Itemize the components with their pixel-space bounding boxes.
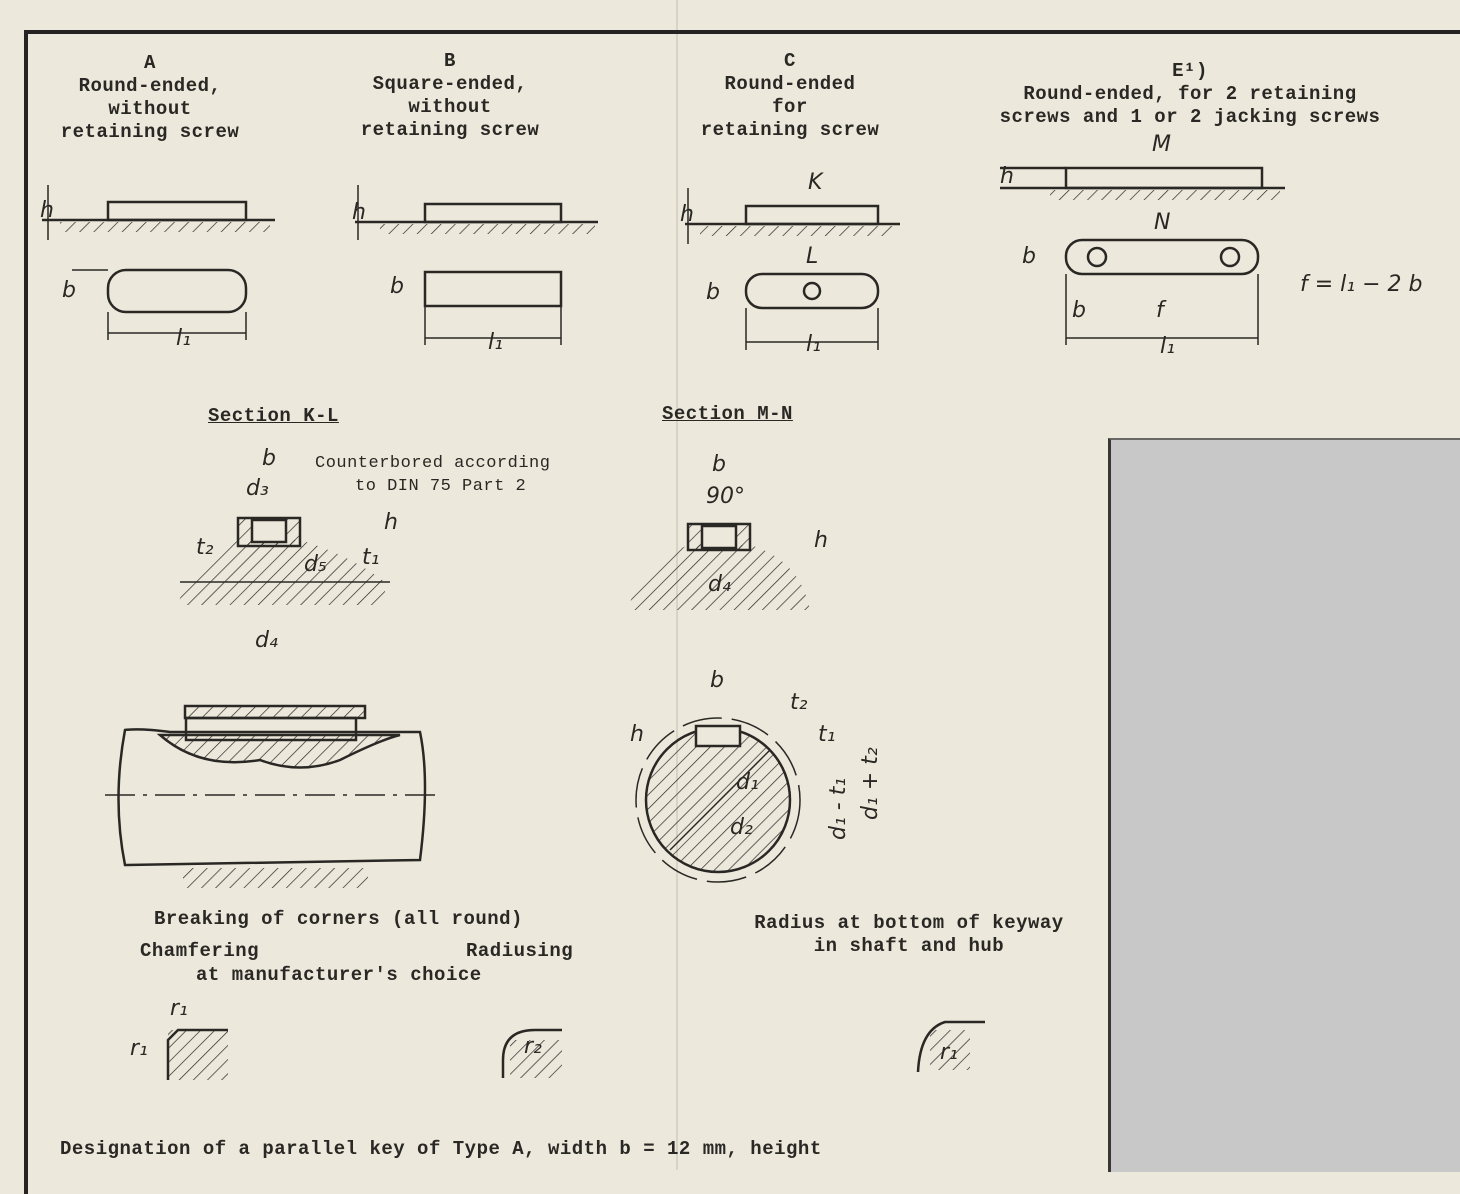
- corners-title: Breaking of corners (all round): [154, 908, 523, 930]
- section-mark-m: M: [1152, 132, 1171, 157]
- dim-d1: d₁: [736, 770, 759, 795]
- dim-h: h: [384, 510, 398, 535]
- type-letter: A: [144, 52, 156, 74]
- dim-d5: d₅: [304, 552, 327, 577]
- dim-d1-minus-t1: d₁ - t₁: [826, 777, 851, 840]
- keyway-radius-note: Radius at bottom of keyway in shaft and …: [724, 912, 1094, 958]
- manufacturer-choice: at manufacturer's choice: [196, 964, 482, 986]
- type-desc: retaining screw: [60, 121, 240, 143]
- dim-d4: d₄: [255, 628, 278, 653]
- angle-90: 90°: [706, 484, 745, 509]
- dim-t1: t₁: [818, 722, 836, 747]
- formula-f: f = l₁ − 2 b: [1300, 272, 1423, 297]
- key-type-c-top: [744, 272, 880, 350]
- drawing-frame: [24, 30, 1460, 1194]
- radiusing-label: Radiusing: [466, 940, 574, 962]
- type-desc: for: [772, 96, 808, 118]
- designation-text: Designation of a parallel key of Type A,…: [60, 1138, 822, 1160]
- dim-b: b: [1022, 244, 1036, 269]
- dim-t1: t₁: [362, 545, 380, 570]
- section-mn-title: Section M-N: [662, 403, 793, 425]
- type-desc: retaining screw: [700, 119, 880, 141]
- dim-r1: r₁: [170, 996, 188, 1021]
- scan-mask-region: [1108, 438, 1460, 1172]
- dim-h: h: [40, 198, 54, 223]
- note-line: Counterbored according: [315, 454, 551, 473]
- dim-h: h: [680, 202, 694, 227]
- key-type-b-top: [423, 270, 563, 345]
- type-desc: without: [408, 96, 492, 118]
- key-type-c-side: [685, 188, 900, 244]
- section-mark-k: K: [808, 170, 823, 195]
- dim-b: b: [1072, 298, 1086, 323]
- dim-d2: d₂: [730, 815, 753, 840]
- corner-chamfer: [166, 1028, 228, 1080]
- dim-t2: t₂: [196, 535, 214, 560]
- section-mn: [628, 522, 810, 610]
- dim-b: b: [262, 446, 276, 471]
- section-mark-n: N: [1154, 210, 1171, 235]
- technical-drawing: [42, 166, 1285, 1080]
- type-desc: without: [108, 98, 192, 120]
- type-desc: Round-ended,: [78, 75, 222, 97]
- section-kl-title: Section K-L: [208, 405, 339, 427]
- dim-r1: r₁: [940, 1040, 958, 1065]
- keyway-radius: [916, 1020, 985, 1073]
- type-desc: retaining screw: [360, 119, 540, 141]
- chamfering-label: Chamfering: [140, 940, 260, 962]
- type-letter: B: [444, 50, 456, 72]
- counterbore-note: Counterbored according to DIN 75 Part 2: [315, 452, 550, 498]
- key-type-a-side: [42, 185, 275, 240]
- section-mark-l: L: [806, 244, 819, 269]
- type-desc: Square-ended,: [372, 73, 528, 95]
- dim-h: h: [814, 528, 828, 553]
- dim-r2: r₂: [524, 1034, 542, 1059]
- dim-h: h: [1000, 164, 1014, 189]
- type-letter: E¹): [1172, 60, 1208, 82]
- key-type-e-top: [1064, 238, 1260, 345]
- dim-b: b: [712, 452, 726, 477]
- key-type-e-side: [1000, 166, 1285, 200]
- note-line: Radius at bottom of keyway: [754, 912, 1064, 934]
- key-type-a-top: [72, 268, 248, 340]
- dim-b: b: [706, 280, 720, 305]
- dim-f: f: [1156, 298, 1164, 323]
- dim-h: h: [352, 200, 366, 225]
- dim-r1: r₁: [130, 1036, 148, 1061]
- corner-radius: [501, 1028, 562, 1078]
- dim-b: b: [710, 668, 724, 693]
- type-desc: Round-ended, for 2 retaining: [1023, 83, 1357, 105]
- note-line: in shaft and hub: [813, 935, 1005, 957]
- dim-b: b: [390, 274, 404, 299]
- dim-b: b: [62, 278, 76, 303]
- keyway-section: [635, 717, 801, 883]
- dim-d1-plus-t2: d₁ + t₂: [858, 747, 883, 820]
- dim-l1: l₁: [806, 332, 821, 357]
- note-line: to DIN 75 Part 2: [355, 477, 527, 496]
- dim-h: h: [630, 722, 644, 747]
- dim-t2: t₂: [790, 690, 808, 715]
- dim-l1: l₁: [176, 326, 191, 351]
- type-letter: C: [784, 50, 796, 72]
- dim-l1: l₁: [488, 330, 503, 355]
- type-desc: Round-ended: [724, 73, 856, 95]
- type-desc: screws and 1 or 2 jacking screws: [999, 106, 1381, 128]
- dim-l1: l₁: [1160, 334, 1175, 359]
- key-type-b-side: [355, 185, 598, 240]
- section-kl: [178, 516, 390, 605]
- dim-d4: d₄: [708, 572, 731, 597]
- shaft-with-hub: [105, 704, 440, 888]
- dim-d3: d₃: [246, 476, 269, 501]
